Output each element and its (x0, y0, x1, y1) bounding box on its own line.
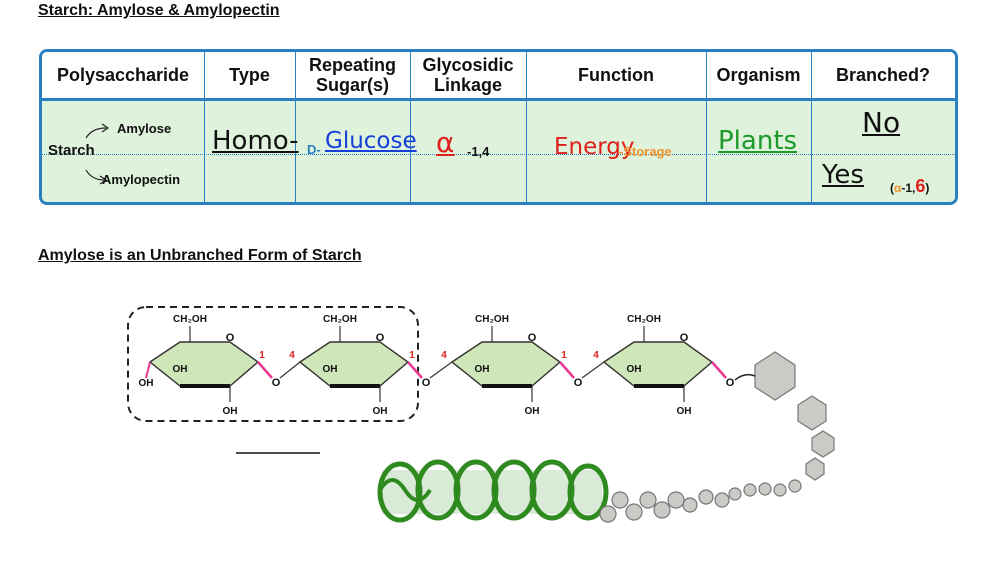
ch2oh-label: CH₂OH (323, 314, 357, 325)
oh-label: OH (627, 364, 642, 375)
starch-label: Starch (48, 142, 95, 159)
ring-shape (298, 341, 410, 387)
oh-label: OH (139, 378, 154, 389)
alpha-symbol: α (436, 126, 455, 159)
amylose-label: Amylose (117, 121, 172, 136)
ch2oh-label: CH₂OH (475, 314, 509, 325)
header-type: Type (229, 65, 270, 85)
function-value: Energy (554, 134, 635, 160)
ch2oh-label: CH₂OH (627, 314, 661, 325)
sugar-prefix: D- (307, 142, 321, 157)
disaccharide-box (127, 306, 419, 422)
oh-label: OH (373, 406, 388, 417)
helix (377, 459, 609, 523)
carbon-number-1: 1 (561, 350, 567, 361)
function-suffix: -Storage (619, 144, 672, 159)
ring-oxygen: O (376, 332, 385, 344)
ring-shape (602, 341, 714, 387)
branched-amylose: No (862, 106, 901, 139)
carbon-number-4: 4 (289, 350, 295, 361)
carbon-number-1: 1 (409, 350, 415, 361)
section-heading: Amylose is an Unbranched Form of Starch (38, 247, 362, 264)
page-title: Starch: Amylose & Amylopectin (38, 2, 280, 19)
table-header: Polysaccharide Type Repeating Sugar(s) G… (42, 52, 955, 101)
ring-oxygen: O (680, 332, 689, 344)
header-function: Function (578, 65, 654, 85)
oh-label: OH (323, 364, 338, 375)
row-divider-dotted (42, 154, 955, 155)
glucose-ring: CH₂OH O OH OH 1OH O (139, 314, 301, 417)
carbon-number-4: 4 (593, 350, 599, 361)
ring-oxygen: O (528, 332, 537, 344)
oh-label: OH (475, 364, 490, 375)
branch-linkage: (α-1,6) (890, 176, 930, 196)
carbon-number-4: 4 (441, 350, 447, 361)
branched-amylopectin: Yes (822, 160, 864, 190)
glycosidic-bond (711, 361, 727, 379)
carbon-number-1: 1 (259, 350, 265, 361)
organism-value: Plants (718, 126, 798, 156)
bridge-oxygen: O (574, 377, 583, 389)
split-arrows (85, 123, 110, 185)
glycosidic-bond (257, 361, 273, 379)
oh-label: OH (525, 406, 540, 417)
amylopectin-label: Amylopectin (102, 172, 181, 187)
linkage-value: -1,4 (467, 144, 490, 159)
bridge-oxygen: O (726, 377, 735, 389)
ring-shape (148, 341, 260, 387)
starch-table: Polysaccharide Type Repeating Sugar(s) G… (39, 49, 958, 205)
glucose-chain (599, 351, 835, 523)
header-sugar: Repeating Sugar(s) (308, 55, 396, 95)
header-branched: Branched? (835, 65, 931, 85)
ring-oxygen: O (226, 332, 235, 344)
glycosidic-bond (559, 361, 575, 379)
sugar-value: Glucose (325, 128, 417, 154)
table-body (42, 101, 955, 202)
header-polysaccharide: Polysaccharide (56, 65, 190, 85)
bridge-oxygen: O (422, 377, 431, 389)
ring-shape (450, 341, 562, 387)
oh-label: OH (223, 406, 238, 417)
oh-label: OH (677, 406, 692, 417)
bridge-oxygen: O (272, 377, 281, 389)
type-value: Homo- (212, 126, 299, 156)
header-linkage: Glycosidic Linkage (422, 55, 514, 95)
oh-label: OH (173, 364, 188, 375)
ch2oh-label: CH₂OH (173, 314, 207, 325)
header-organism: Organism (716, 65, 801, 85)
glycosidic-bond (407, 361, 423, 379)
